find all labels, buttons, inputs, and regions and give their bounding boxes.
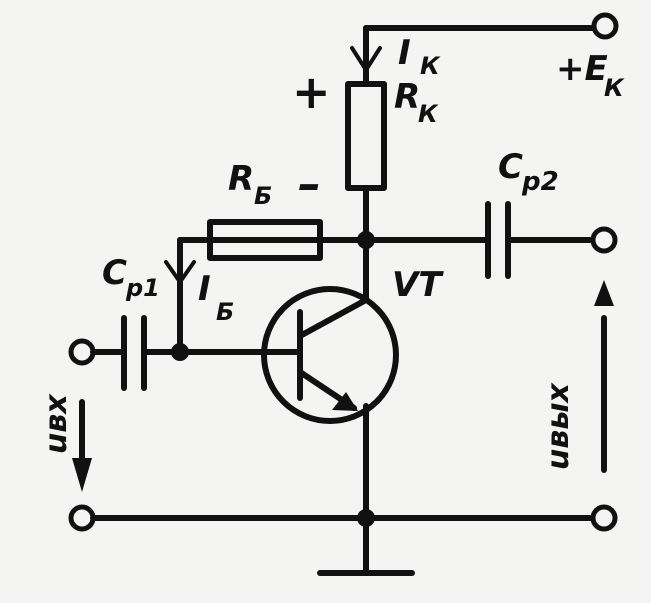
rk-resistor [345,81,387,191]
cp2-subscript: p2 [521,167,559,197]
ek-label: +E [556,49,608,89]
supply-terminal [591,12,619,40]
rk-label: R [394,77,420,117]
rk-subscript: К [418,100,439,128]
uvx-arrow-head-icon [72,458,92,492]
output-terminal [590,226,618,254]
base-junction [171,343,189,361]
uvyx-arrow-head-icon [594,280,614,306]
output-ground-terminal [590,504,618,532]
cp2-label: C [498,147,523,187]
ik-subscript: К [420,52,441,80]
rb-label: R [228,159,254,199]
minus-sign: – [298,157,321,211]
cp1-subscript: p1 [125,274,160,302]
ground-junction [357,509,375,527]
emitter-arrow-icon [332,392,358,411]
plus-sign: + [292,65,331,119]
ik-arrow-icon [350,46,382,74]
ik-label: I [398,33,411,73]
cp1-label: C [102,253,127,293]
ek-subscript: К [604,74,625,102]
input-ground-terminal [68,504,96,532]
ib-arrow-icon [164,260,196,286]
transistor-body [261,286,399,424]
ib-subscript: Б [216,298,234,326]
vt-label: VT [392,265,444,305]
ib-label: I [198,269,211,309]
input-terminal [68,338,96,366]
transistor-collector [297,237,369,339]
uvyx-label: uвых [541,382,576,470]
uvx-label: uвх [39,393,74,454]
rb-subscript: Б [254,182,272,210]
